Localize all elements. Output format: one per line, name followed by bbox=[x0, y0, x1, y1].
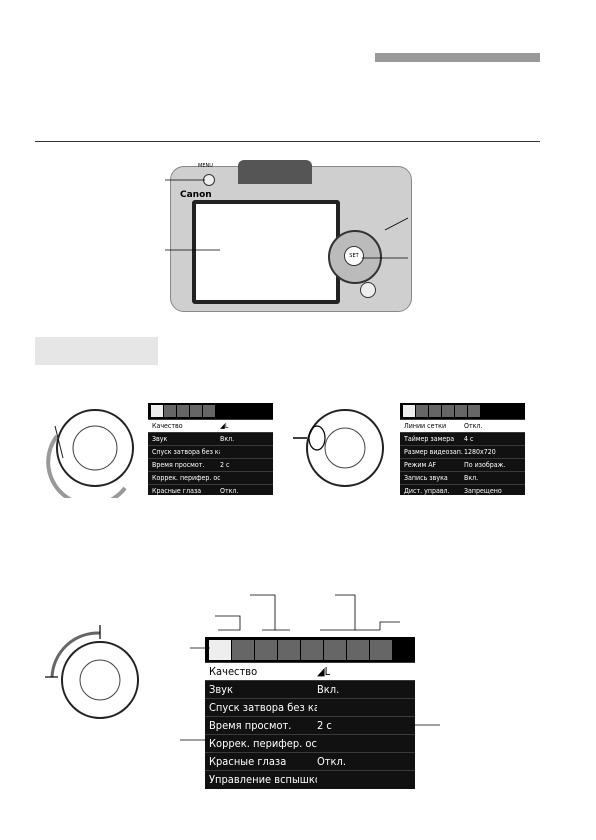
menu-row[interactable]: Управление вспышкой bbox=[205, 770, 415, 788]
menu-row-label: Коррек. перифер. освещения bbox=[209, 737, 317, 750]
menu-row-label: Коррек. перифер. освещения bbox=[152, 474, 220, 482]
tab-setup-2-icon[interactable] bbox=[468, 405, 480, 417]
menu-row-label: Звук bbox=[152, 435, 168, 443]
camera-brand: Canon bbox=[180, 190, 212, 200]
menu-row-value: 4 с bbox=[464, 435, 474, 443]
menu-row-label: Запись звука bbox=[404, 474, 448, 482]
menu-row-label: Звук bbox=[209, 683, 234, 696]
mode-dial-3 bbox=[45, 625, 139, 719]
tab-camera-icon[interactable] bbox=[151, 405, 163, 417]
menu-row[interactable]: Время просмот. 2 с bbox=[205, 716, 415, 734]
erase-button bbox=[360, 282, 376, 298]
menu-row-value: 1280x720 bbox=[464, 448, 496, 456]
tab-playback-icon[interactable] bbox=[255, 640, 277, 660]
menu-row[interactable]: Звук Вкл. bbox=[148, 432, 273, 445]
menu-row[interactable]: Размер видеозап.1280x720 bbox=[400, 445, 525, 458]
camera-callouts bbox=[165, 179, 409, 259]
large-menu-callouts bbox=[180, 594, 440, 741]
menu-row[interactable]: Качество ◢L bbox=[148, 419, 273, 432]
menu-row-value: Запрещено bbox=[464, 487, 502, 495]
menu-row[interactable]: Режим AF По изображ. bbox=[400, 458, 525, 471]
menu-row-label: Спуск затвора без карты bbox=[152, 448, 220, 456]
tab-setup-2-icon[interactable] bbox=[324, 640, 346, 660]
menu-row[interactable]: Дист. управл. Запрещено bbox=[400, 484, 525, 495]
menu-row-label: Время просмот. bbox=[152, 461, 205, 469]
menu-row-value: ◢L bbox=[220, 422, 229, 430]
menu-row-value: ◢L bbox=[317, 665, 331, 678]
menu-row-value: По изображ. bbox=[464, 461, 506, 469]
tab-camera-icon[interactable] bbox=[209, 640, 231, 660]
tab-playback-2-icon[interactable] bbox=[278, 640, 300, 660]
tab-playback-2-icon[interactable] bbox=[442, 405, 454, 417]
set-button: SET bbox=[344, 246, 364, 266]
lcd-screen bbox=[192, 200, 340, 304]
menu-row-label: Красные глаза bbox=[209, 755, 287, 768]
menu-row-value: Откл. bbox=[220, 487, 239, 495]
menu-row[interactable]: Красные глаза Откл. bbox=[148, 484, 273, 495]
tab-setup-icon[interactable] bbox=[455, 405, 467, 417]
tab-movie-icon[interactable] bbox=[403, 405, 415, 417]
tab-playback-icon[interactable] bbox=[177, 405, 189, 417]
menu-row[interactable]: Спуск затвора без карты bbox=[205, 698, 415, 716]
menu-row-label: Размер видеозап. bbox=[404, 448, 463, 456]
menu-row-label: Управление вспышкой bbox=[209, 773, 317, 786]
menu-shooting-1: Качество ◢L Звук Вкл.Спуск затвора без карт… bbox=[148, 403, 273, 495]
menu-row-value: Вкл. bbox=[317, 683, 340, 696]
mode-dial-1 bbox=[46, 409, 134, 498]
menu-row-value: Вкл. bbox=[220, 435, 235, 443]
menu-shooting-large: Качество ◢L Звук Вкл.Спуск затвора без карт… bbox=[205, 637, 415, 789]
menu-row-label: Качество bbox=[152, 422, 183, 430]
section-label-box bbox=[35, 337, 158, 365]
menu-row-label: Линии сетки bbox=[404, 422, 447, 430]
header-bar bbox=[375, 53, 540, 62]
menu-row-value: Откл. bbox=[464, 422, 483, 430]
tab-camera-2-icon[interactable] bbox=[164, 405, 176, 417]
menu-row[interactable]: Красные глаза Откл. bbox=[205, 752, 415, 770]
menu-row-value: 2 с bbox=[220, 461, 230, 469]
tab-setup-2-icon[interactable] bbox=[203, 405, 215, 417]
menu-row[interactable]: Запись звука Вкл. bbox=[400, 471, 525, 484]
menu-row-label: Режим AF bbox=[404, 461, 437, 469]
menu-row-label: Красные глаза bbox=[152, 487, 202, 495]
header-rule bbox=[35, 141, 540, 142]
tab-movie-2-icon[interactable] bbox=[416, 405, 428, 417]
menu-button-label: MENU bbox=[198, 163, 213, 169]
menu-row[interactable]: Время просмот. 2 с bbox=[148, 458, 273, 471]
tab-setup-icon[interactable] bbox=[301, 640, 323, 660]
menu-row[interactable]: Линии сетки Откл. bbox=[400, 419, 525, 432]
menu-row[interactable]: Спуск затвора без карты bbox=[148, 445, 273, 458]
tab-playback-icon[interactable] bbox=[429, 405, 441, 417]
menu-row-label: Качество bbox=[209, 665, 258, 678]
menu-row-value: 2 с bbox=[317, 719, 332, 732]
viewfinder bbox=[238, 160, 312, 184]
camera-back-illustration: Canon MENU SET bbox=[170, 160, 412, 312]
menu-row[interactable]: Коррек. перифер. освещения bbox=[205, 734, 415, 752]
menu-row-label: Время просмот. bbox=[209, 719, 292, 732]
tab-setup-icon[interactable] bbox=[190, 405, 202, 417]
menu-row[interactable]: Звук Вкл. bbox=[205, 680, 415, 698]
menu-row-value: Откл. bbox=[317, 755, 346, 768]
menu-row[interactable]: Таймер замера 4 с bbox=[400, 432, 525, 445]
menu-row[interactable]: Коррек. перифер. освещения bbox=[148, 471, 273, 484]
tab-camera-2-icon[interactable] bbox=[232, 640, 254, 660]
menu-row[interactable]: Качество ◢L bbox=[205, 662, 415, 680]
menu-row-label: Спуск затвора без карты bbox=[209, 701, 317, 714]
mode-dial-2 bbox=[293, 409, 384, 487]
tab-setup-3-icon[interactable] bbox=[347, 640, 369, 660]
menu-row-label: Дист. управл. bbox=[404, 487, 450, 495]
tab-mymenu-star-icon[interactable] bbox=[370, 640, 392, 660]
menu-row-label: Таймер замера bbox=[404, 435, 455, 443]
menu-row-value: Вкл. bbox=[464, 474, 479, 482]
